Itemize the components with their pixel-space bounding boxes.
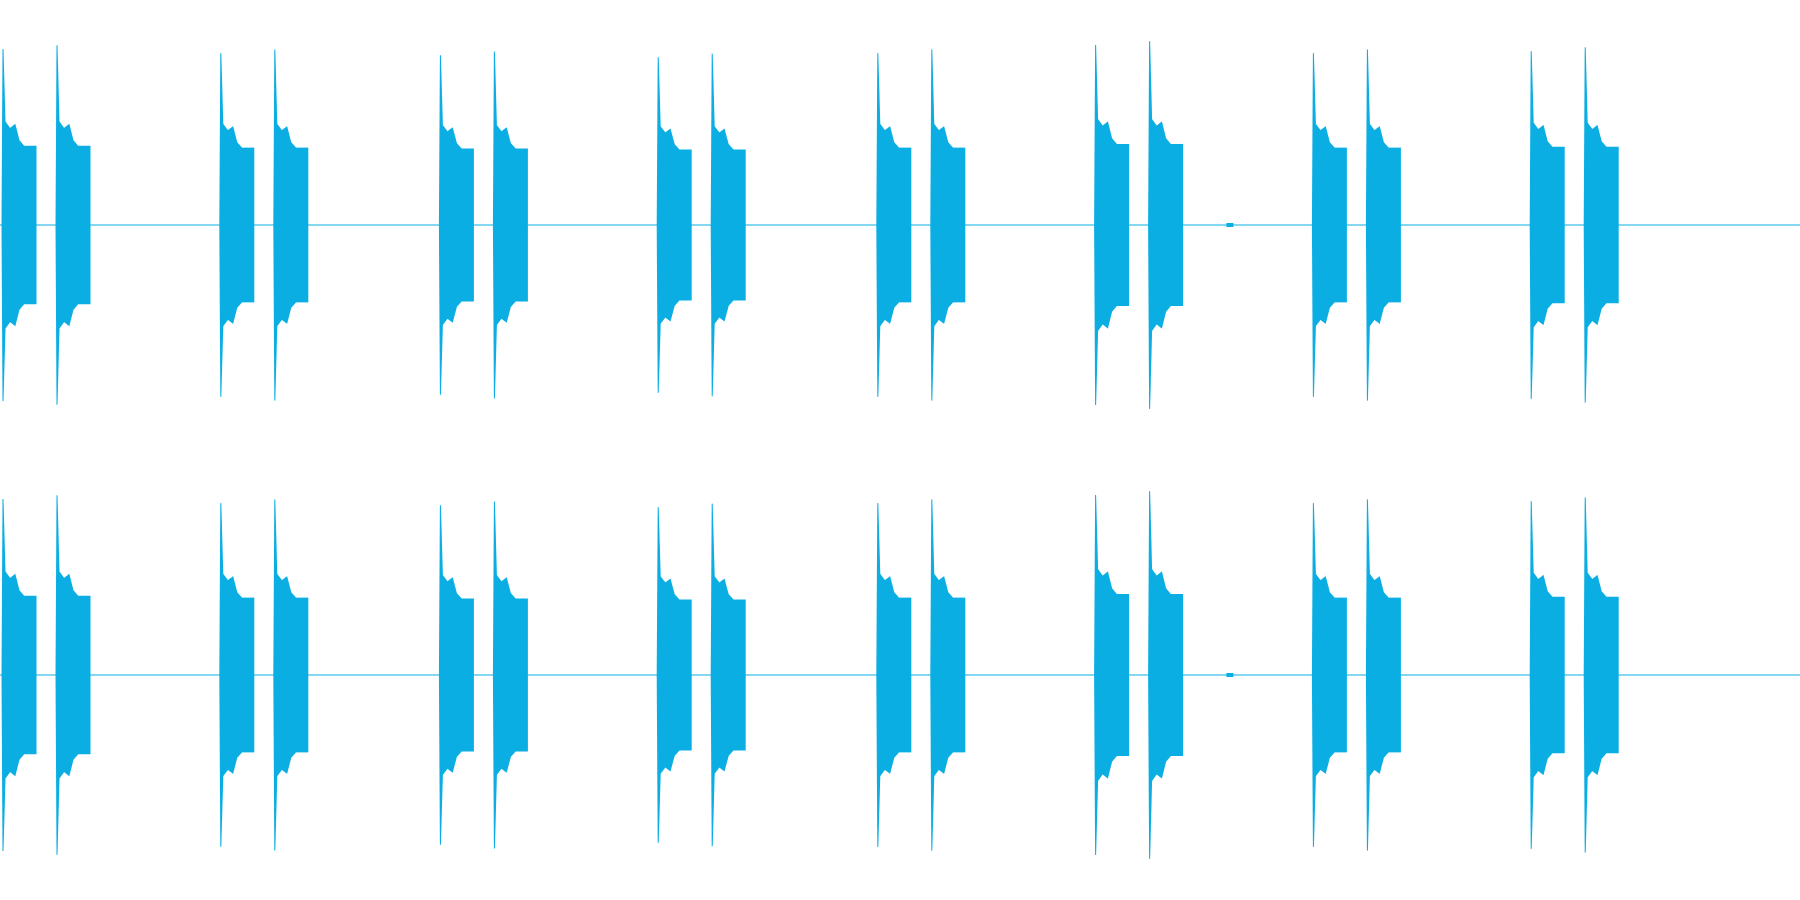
small-blip bbox=[1226, 223, 1234, 227]
burst-pair-4-block-1 bbox=[656, 57, 692, 393]
burst-pair-8-block-1 bbox=[1529, 51, 1565, 399]
burst-pair-8-block-2 bbox=[1583, 47, 1619, 403]
burst-pair-6-block-2 bbox=[1148, 41, 1184, 409]
burst-pair-3-block-2 bbox=[492, 51, 528, 399]
burst-pair-3-block-1 bbox=[438, 55, 474, 395]
burst-pair-3-block-2 bbox=[492, 501, 528, 849]
burst-pair-1-block-1 bbox=[1, 48, 37, 402]
burst-pair-8-block-2 bbox=[1583, 497, 1619, 853]
channel-2 bbox=[0, 491, 1800, 859]
burst-pair-1-block-2 bbox=[55, 495, 91, 855]
burst-pair-4-block-2 bbox=[710, 53, 746, 397]
burst-pair-2-block-1 bbox=[219, 53, 255, 397]
burst-pair-7-block-2 bbox=[1365, 49, 1401, 401]
burst-pair-6-block-1 bbox=[1094, 44, 1130, 406]
burst-pair-2-block-1 bbox=[219, 503, 255, 847]
burst-pair-7-block-1 bbox=[1311, 503, 1347, 847]
burst-pair-5-block-1 bbox=[876, 503, 912, 847]
burst-pair-2-block-2 bbox=[273, 49, 309, 401]
small-blip bbox=[1226, 673, 1234, 677]
burst-pair-6-block-1 bbox=[1094, 494, 1130, 856]
waveform-channels bbox=[0, 41, 1800, 859]
burst-pair-5-block-2 bbox=[930, 49, 966, 401]
burst-pair-1-block-2 bbox=[55, 45, 91, 405]
burst-pair-5-block-1 bbox=[876, 53, 912, 397]
burst-pair-7-block-1 bbox=[1311, 53, 1347, 397]
burst-pair-2-block-2 bbox=[273, 499, 309, 851]
burst-pair-4-block-1 bbox=[656, 507, 692, 843]
burst-pair-4-block-2 bbox=[710, 503, 746, 847]
burst-pair-5-block-2 bbox=[930, 499, 966, 851]
burst-pair-6-block-2 bbox=[1148, 491, 1184, 859]
channel-1 bbox=[0, 41, 1800, 409]
burst-pair-8-block-1 bbox=[1529, 501, 1565, 849]
burst-pair-1-block-1 bbox=[1, 498, 37, 852]
burst-pair-7-block-2 bbox=[1365, 499, 1401, 851]
burst-pair-3-block-1 bbox=[438, 505, 474, 845]
